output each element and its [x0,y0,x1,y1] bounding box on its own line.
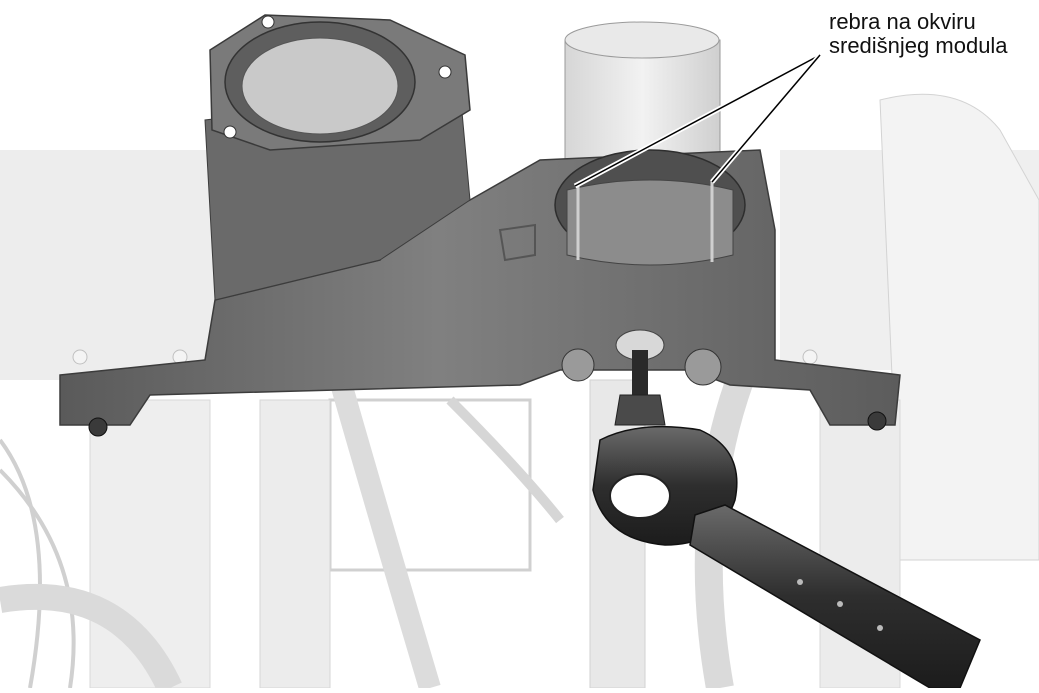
ghost-frame [0,93,1039,693]
ghost-cable [446,396,564,524]
callout-leaders [573,52,822,189]
ghost-cable [0,438,42,689]
module-hole [684,348,722,386]
callout-line-2: središnjeg modula [829,33,1008,58]
mount-bolt [88,417,108,437]
ghost-hose [329,376,441,692]
left-ghost-housing [0,150,230,380]
right-ghost-cover [879,93,1039,561]
central-module [59,14,901,437]
ghost-cable [0,468,76,689]
ghost-bolt [72,349,88,365]
flange-hole [438,65,452,79]
cast-logo [498,223,536,262]
leader-line [574,54,821,187]
wrench-socket-hole [609,473,671,519]
torque-wrench [592,329,981,689]
leader-line [711,54,821,183]
callout-label: rebra na okviru središnjeg modula [829,10,1008,58]
module-hole [561,348,595,382]
callout-line-1: rebra na okviru [829,9,976,34]
flange-hole [223,125,237,139]
bore-rib-wall [566,179,734,266]
handle-mark [837,601,843,607]
tower-bore-sleeve [241,37,399,135]
handle-mark [877,625,883,631]
middle-ghost-leg [259,399,331,689]
wrench-neck [614,394,666,426]
flange-hole [261,15,275,29]
ghost-bolt [802,349,818,365]
pipe-top [564,21,720,59]
handle-mark [797,579,803,585]
bolt-shank [632,350,648,405]
ghost-hose [0,583,182,693]
mount-bolt [867,411,887,431]
